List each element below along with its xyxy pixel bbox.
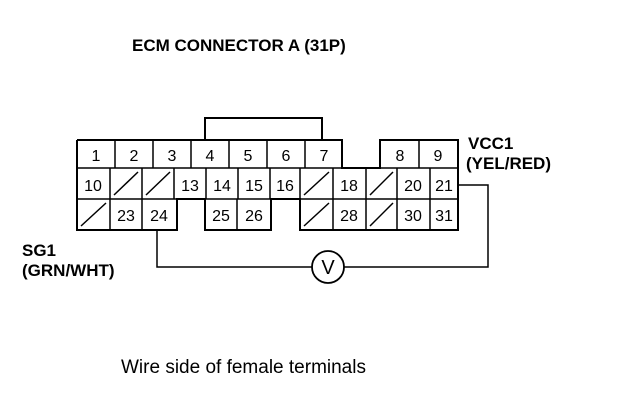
row3-dividers: [109, 199, 431, 230]
diagram-title: ECM CONNECTOR A (31P): [132, 36, 346, 55]
sg1-probe-wire: [156, 230, 312, 268]
pin-15: 15: [245, 178, 263, 195]
pin-31: 31: [435, 208, 453, 225]
voltmeter-icon: [311, 250, 345, 284]
pin-7: 7: [320, 148, 329, 165]
vcc1-label: VCC1: [468, 134, 513, 153]
pin-30: 30: [404, 208, 422, 225]
pin-25: 25: [212, 208, 230, 225]
pin-3: 3: [168, 148, 177, 165]
pin-10: 10: [84, 178, 102, 195]
voltmeter-symbol: V: [321, 257, 335, 279]
pin-16: 16: [276, 178, 294, 195]
row2-dividers: [109, 168, 431, 199]
pin-24: 24: [150, 208, 168, 225]
pin-8: 8: [396, 148, 405, 165]
pin-28: 28: [340, 208, 358, 225]
pin-6: 6: [282, 148, 291, 165]
pin-14: 14: [213, 178, 231, 195]
pin-5: 5: [244, 148, 253, 165]
empty-cavity-marks: [80, 171, 394, 227]
pin-23: 23: [117, 208, 135, 225]
pin-21: 21: [435, 178, 453, 195]
row1-dividers: [114, 140, 420, 168]
pin-2: 2: [130, 148, 139, 165]
vcc1-probe-wire: [344, 184, 489, 268]
pin-18: 18: [340, 178, 358, 195]
pin-4: 4: [206, 148, 215, 165]
pin-20: 20: [404, 178, 422, 195]
pin-13: 13: [181, 178, 199, 195]
sg1-wire-color: (GRN/WHT): [22, 261, 115, 280]
pin-1: 1: [92, 148, 101, 165]
pin-26: 26: [245, 208, 263, 225]
sg1-label: SG1: [22, 241, 56, 260]
connector-lock-tab: [204, 117, 323, 140]
diagram-caption: Wire side of female terminals: [121, 357, 366, 378]
pin-9: 9: [434, 148, 443, 165]
vcc1-wire-color: (YEL/RED): [466, 154, 551, 173]
